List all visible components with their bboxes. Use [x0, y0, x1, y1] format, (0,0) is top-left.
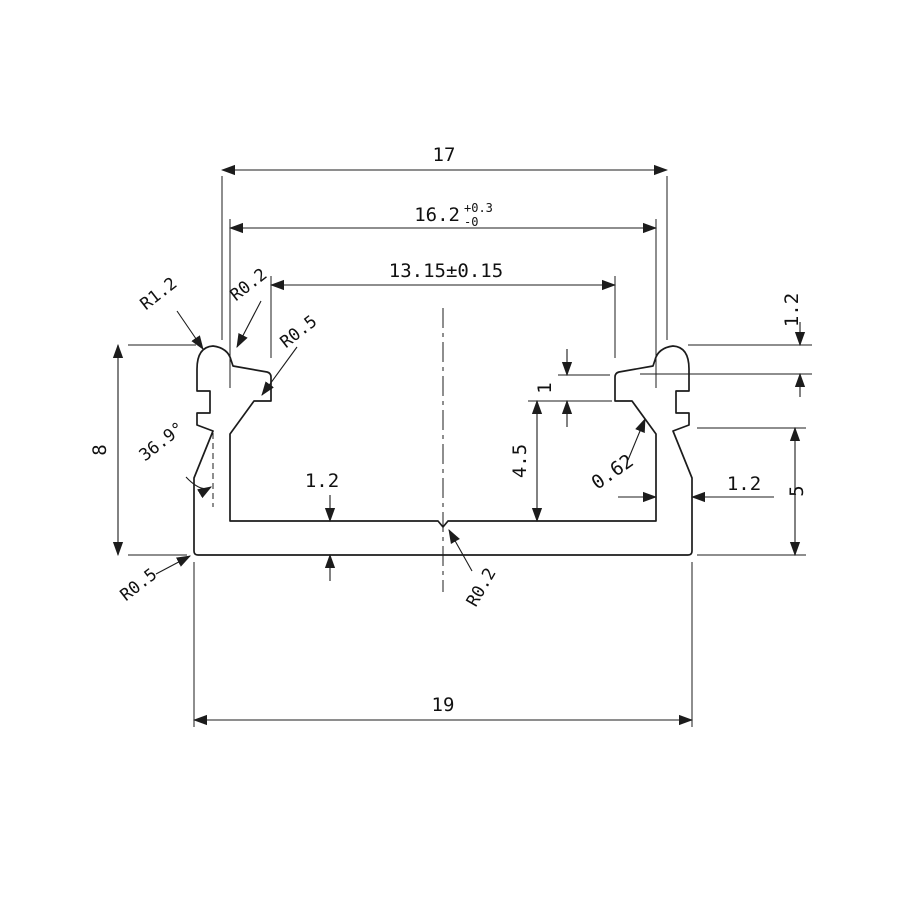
dim-lip-height: 1.2	[640, 293, 812, 397]
dim-overall-height: 8	[89, 343, 196, 557]
inner-width-label: 16.2	[414, 204, 460, 226]
dim-floor-thickness: 1.2	[305, 470, 339, 581]
label-radius-top-inner: R0.2	[227, 265, 272, 349]
label-radius-bottom-corner: R0.5	[117, 555, 192, 606]
ledge-width-label: 0.62	[588, 450, 638, 494]
dim-ledge-width: 0.62	[588, 417, 646, 494]
dim-inner-width: 16.2 +0.3 -0	[228, 201, 658, 388]
radius-hook-label: R0.5	[277, 312, 322, 353]
bottom-width-label: 19	[432, 694, 455, 716]
radius-top-inner-label: R0.2	[227, 265, 272, 306]
profile-outline	[193, 345, 693, 556]
overall-height-label: 8	[89, 444, 111, 455]
side-height-label: 5	[786, 485, 808, 496]
label-radius-top-outer: R1.2	[137, 274, 204, 350]
hook-height-label: 1	[534, 382, 556, 393]
dim-side-height: 5	[697, 426, 808, 557]
floor-thickness-label: 1.2	[305, 470, 339, 492]
radius-center-notch-label: R0.2	[463, 565, 501, 610]
inner-width-tol-minus: -0	[464, 215, 478, 229]
top-width-label: 17	[433, 144, 456, 166]
seat-depth-label: 4.5	[509, 444, 531, 478]
dim-wall-thickness: 1.2	[618, 473, 774, 503]
dim-draft-angle: 36.9°	[136, 418, 214, 507]
lip-height-label: 1.2	[781, 293, 803, 327]
label-radius-center-notch: R0.2	[448, 529, 501, 610]
dim-opening-width: 13.15±0.15	[269, 260, 617, 358]
draft-angle-label: 36.9°	[136, 418, 189, 465]
radius-bottom-corner-label: R0.5	[117, 565, 162, 606]
dim-seat-depth: 4.5	[509, 399, 612, 523]
dim-bottom-width: 19	[192, 562, 694, 727]
dim-hook-height: 1	[534, 349, 610, 427]
opening-width-label: 13.15±0.15	[389, 260, 503, 282]
dim-top-width: 17	[220, 144, 669, 340]
radius-top-outer-label: R1.2	[137, 274, 182, 315]
inner-width-tol-plus: +0.3	[464, 201, 493, 215]
wall-thickness-label: 1.2	[727, 473, 761, 495]
